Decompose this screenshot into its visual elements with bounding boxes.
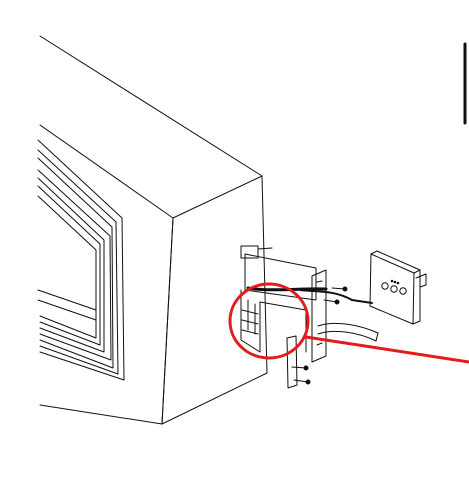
unit-front-edge [161,217,174,425]
mounting-plate [286,269,327,389]
screen-frame [37,139,125,381]
unit-front-bottom-edge [39,404,163,425]
callout-circle [228,282,469,364]
wall-switch-plate [369,250,427,325]
unit-top-face [39,35,263,219]
unit-side-face [161,175,268,425]
switch-button-left-icon [381,282,389,290]
switch-button-right-icon [399,287,407,295]
fireplace-unit [39,35,268,425]
callout-leader-line [305,335,469,364]
screws [291,286,348,385]
cable [246,286,379,342]
switch-button-center-icon [390,285,398,293]
